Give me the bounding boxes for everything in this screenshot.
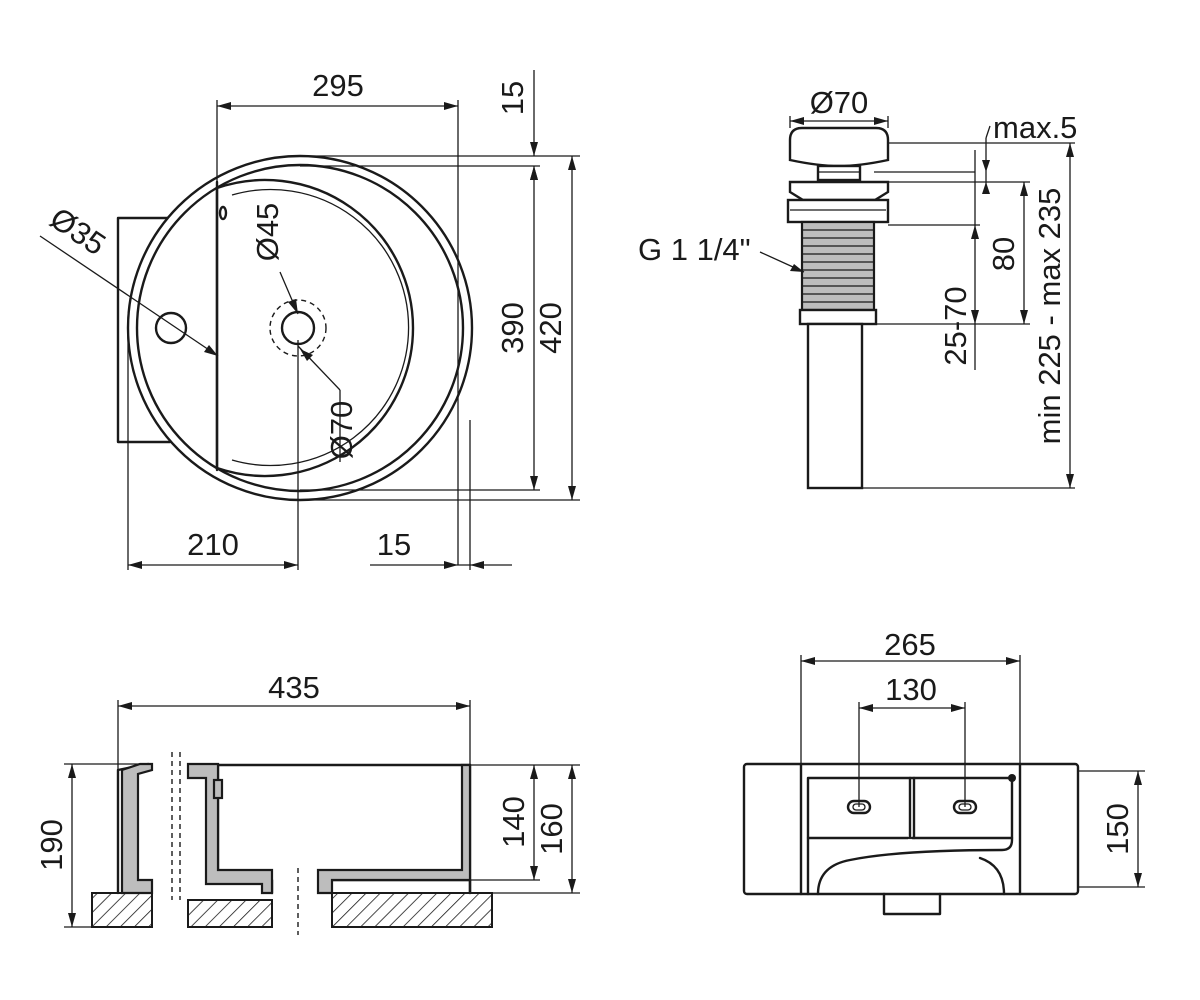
drain-nut [798,308,878,326]
overflow-dot [1008,774,1016,782]
outer-rim [126,154,474,502]
section-floor-right [316,763,472,895]
dim-190: 190 [34,819,69,871]
tap-hole [154,311,188,345]
rear-inner-panel [806,776,1014,896]
section-wall-inner [186,762,274,895]
dim-d70-drain: Ø70 [810,85,869,120]
dim-390: 390 [495,302,530,354]
rear-drain-stub [882,892,942,916]
rear-view: 265 130 150 [742,627,1145,916]
rim-ring [135,163,465,493]
inner-basin [215,178,415,478]
overflow-hole [218,205,228,221]
overflow-plug [212,778,224,800]
dim-150: 150 [1100,803,1135,855]
dim-15-top: 15 [495,81,530,115]
dim-210: 210 [187,527,239,562]
section-wall-left [120,762,154,895]
dim-435: 435 [268,670,320,705]
dim-d35: Ø35 [44,200,112,262]
slab-right [331,892,493,928]
dim-range: min 225 - max 235 [1032,188,1067,445]
dim-140: 140 [496,796,531,848]
drain-collar [786,198,890,224]
drain-outer-dashed [269,299,327,357]
dim-295: 295 [312,68,364,103]
dim-15-bottom: 15 [377,527,411,562]
drain-view: Ø70 max.5 80 25-70 min 225 - max 235 G [638,85,1077,490]
dim-25-70: 25-70 [938,286,973,365]
top-view: 295 15 390 420 Ø35 Ø45 Ø70 [39,68,580,570]
dim-265: 265 [884,627,936,662]
slab-left [91,892,153,928]
drain-pipe [806,322,864,490]
dim-420: 420 [533,302,568,354]
section-view: 435 190 140 160 [34,670,580,935]
drain-thread [800,220,876,312]
dim-max5: max.5 [993,110,1077,145]
dim-80: 80 [986,237,1021,271]
dim-thread: G 1 1/4" [638,232,751,267]
dim-160: 160 [534,803,569,855]
drain-cap [788,126,890,168]
drain-flange [788,180,890,202]
inner-basin-edge [231,188,410,467]
slab-middle [187,899,273,928]
dim-d45: Ø45 [250,203,285,262]
drain-stem [816,164,862,182]
dim-130: 130 [885,672,937,707]
dim-d70-top: Ø70 [324,401,359,460]
